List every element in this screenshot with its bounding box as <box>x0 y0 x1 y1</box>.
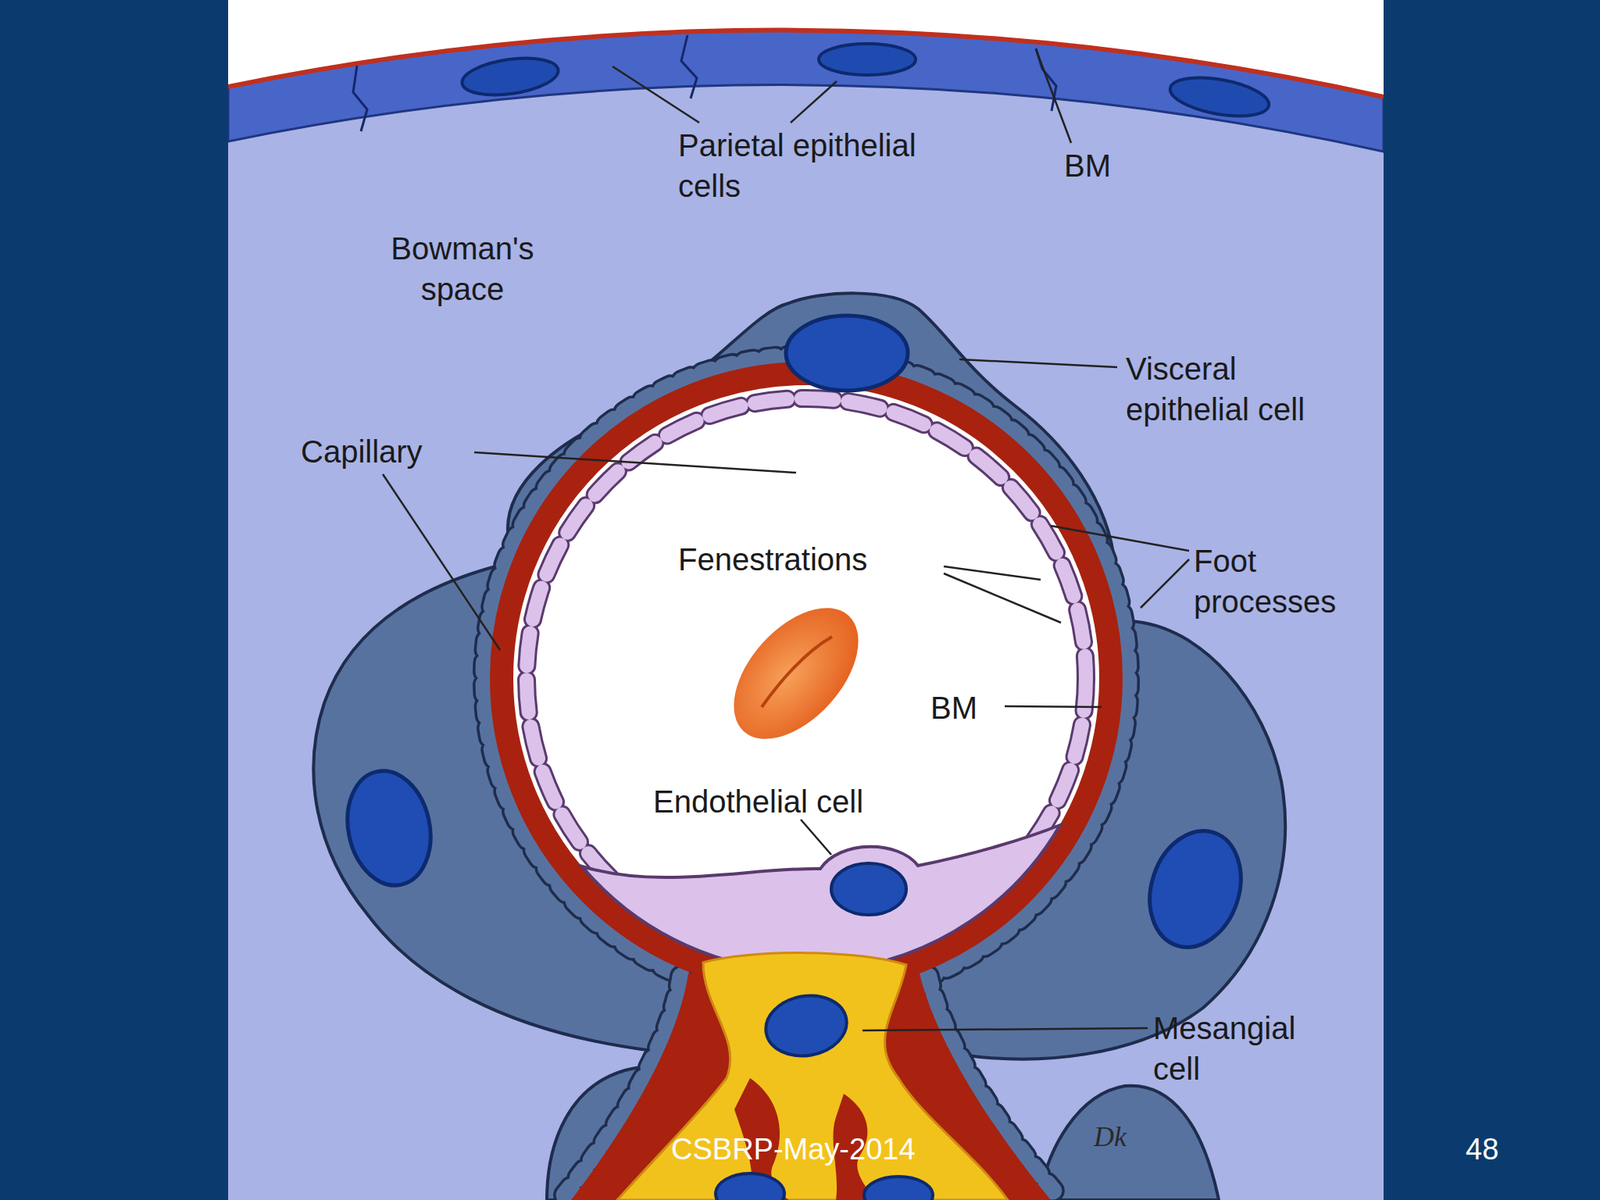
structure-label: Endothelial cell <box>653 781 982 822</box>
leader-line <box>943 573 1061 623</box>
structure-label: Mesangial cell <box>1153 1007 1341 1090</box>
leader-line <box>800 819 832 855</box>
leader-line <box>1050 525 1190 551</box>
leader-line <box>790 81 837 123</box>
leader-line <box>1035 49 1072 143</box>
leader-line <box>1140 559 1190 608</box>
parietal-nucleus <box>1167 71 1272 123</box>
leader-line <box>943 566 1041 580</box>
leader-line <box>382 474 500 650</box>
podocyte-nucleus <box>785 315 908 391</box>
red-blood-cell-groove <box>761 636 833 708</box>
footer-text: CSBRP-May-2014 <box>671 1130 953 1169</box>
endothelial-nucleus <box>831 863 907 915</box>
leader-line <box>862 1028 1148 1031</box>
region-label: Bowman's space <box>360 228 565 310</box>
endothelial-cell <box>582 825 1061 972</box>
podocyte-nucleus <box>337 763 441 893</box>
leader-line <box>1004 706 1102 708</box>
leader-line <box>474 452 797 473</box>
podocyte-body <box>1039 1085 1219 1200</box>
leader-line <box>959 359 1118 368</box>
capillary-basement-membrane <box>501 373 1111 983</box>
red-blood-cell <box>710 585 883 762</box>
artist-signature: Dk <box>1093 1118 1157 1156</box>
mesangial-matrix <box>617 953 1008 1200</box>
cell-junction <box>353 65 368 132</box>
structure-label: Fenestrations <box>678 539 944 580</box>
structure-label: Visceral epithelial cell <box>1125 348 1306 430</box>
slide-number: 48 <box>1465 1130 1529 1169</box>
parietal-nucleus <box>460 53 561 101</box>
cell-junction <box>681 35 697 99</box>
bowmans-space <box>228 0 1384 1200</box>
podocyte-nucleus <box>1135 818 1255 959</box>
structure-label: Capillary <box>300 431 489 472</box>
structure-label: BM <box>1064 145 1158 186</box>
mesangial-nucleus <box>864 1176 933 1200</box>
mesangial-nucleus <box>760 989 852 1063</box>
parietal-nucleus <box>818 43 916 75</box>
structure-label: BM <box>930 687 1009 729</box>
leader-line <box>612 66 700 123</box>
structure-label: Parietal epithelial cells <box>678 125 975 207</box>
mesangial-nucleus <box>715 1173 785 1200</box>
structure-label: Foot processes <box>1193 540 1382 622</box>
leader-lines <box>382 49 1190 1031</box>
